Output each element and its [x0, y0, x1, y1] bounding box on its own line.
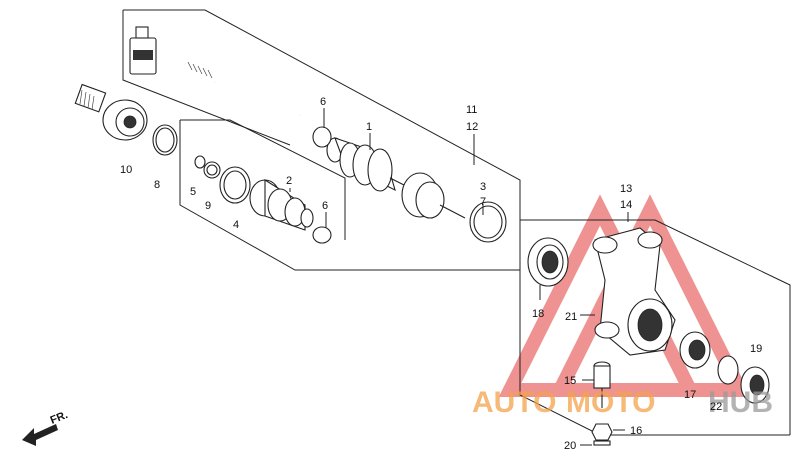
driveshaft-box-outline: [122, 9, 521, 271]
front-direction-label: FR.: [49, 409, 70, 427]
spring-clip: [469, 201, 507, 243]
inner-boot: [249, 179, 314, 231]
part-label-8: 8: [154, 179, 160, 191]
dust-seal: [527, 237, 569, 287]
cotter-pin: [593, 440, 611, 446]
stop-ring: [194, 155, 206, 169]
part-label-5: 5: [190, 186, 196, 198]
outer-seal: [740, 366, 770, 404]
castle-nut: [591, 423, 613, 441]
part-label-15: 15: [564, 375, 576, 387]
part-label-2: 2: [286, 175, 292, 187]
part-label-14: 14: [620, 199, 632, 211]
part-label-19: 19: [750, 343, 762, 355]
part-label-21: 21: [565, 311, 577, 323]
part-label-7: 7: [480, 196, 486, 208]
part-label-17: 17: [684, 389, 696, 401]
part-label-1: 1: [366, 121, 372, 133]
part-label-10: 10: [120, 164, 132, 176]
wheel-bearing: [679, 331, 711, 369]
watermark-part1: AUTO: [472, 386, 556, 419]
boot-band-lower: [312, 226, 332, 244]
knuckle: [592, 227, 676, 356]
boot-band-small: [203, 161, 221, 179]
part-label-6b: 6: [322, 200, 328, 212]
circlip: [152, 124, 178, 156]
part-label-6a: 6: [320, 96, 326, 108]
leader-lines: [289, 108, 629, 446]
snap-ring: [717, 355, 739, 385]
boot-band-upper: [312, 126, 332, 148]
part-label-13: 13: [620, 183, 632, 195]
part-label-12: 12: [466, 121, 478, 133]
part-label-3: 3: [480, 181, 486, 193]
ball-joint: [593, 361, 611, 408]
watermark-text: AUTO MOTO HUB: [472, 386, 773, 419]
inner-joint: [74, 83, 148, 141]
boot-band-large: [219, 166, 251, 204]
front-arrow-icon: [22, 424, 58, 446]
part-label-4: 4: [233, 219, 239, 231]
watermark-part3: HUB: [708, 386, 773, 419]
knuckle-box-outline: [519, 219, 791, 436]
part-label-18: 18: [532, 308, 544, 320]
part-label-11: 11: [466, 104, 477, 116]
part-label-16: 16: [630, 425, 642, 437]
outer-boot: [326, 137, 396, 192]
grease-bottle: [129, 26, 157, 75]
part-label-20: 20: [564, 440, 576, 452]
part-labels: 1 2 3 4 5 6 6 7 8 9 10 11 12 13 14 15 16…: [120, 96, 762, 452]
front-direction-indicator: FR.: [22, 409, 70, 446]
part-label-9: 9: [205, 200, 211, 212]
part-label-22: 22: [710, 401, 722, 413]
watermark-part2: MOTO: [566, 386, 655, 419]
outer-joint: [389, 172, 466, 219]
